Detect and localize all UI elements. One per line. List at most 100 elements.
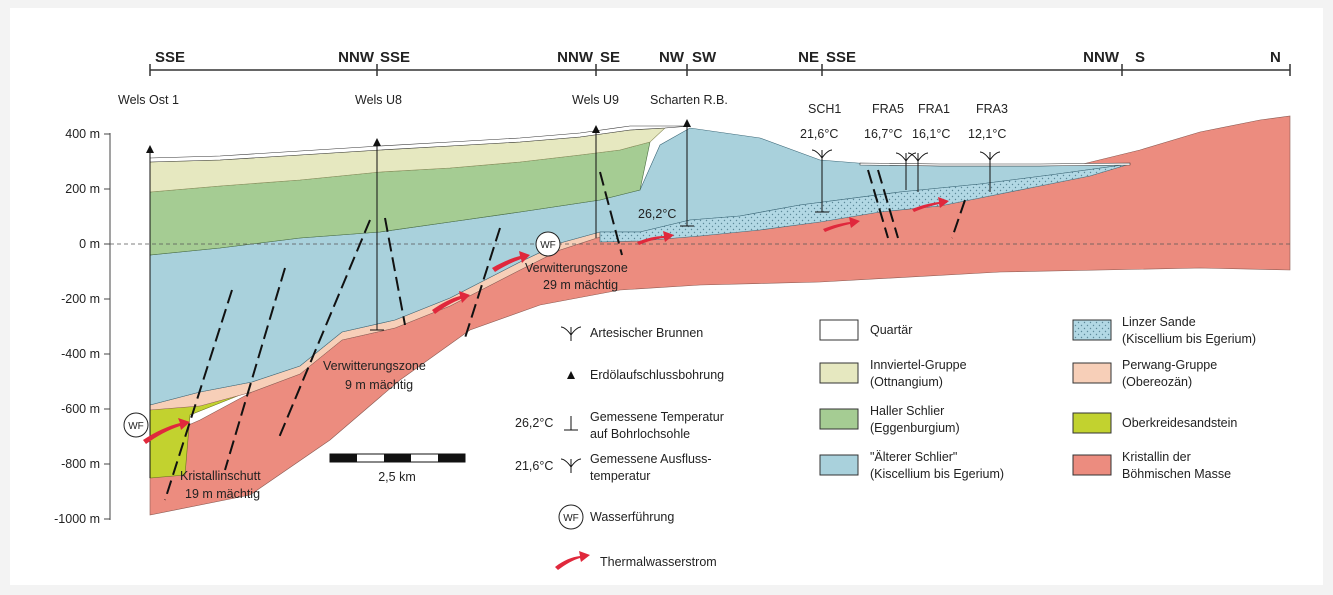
fault-line [877, 169, 899, 239]
oil-well-icon [567, 371, 575, 379]
water-bearing-icon [535, 231, 561, 257]
spring-name: FRA5 [872, 102, 904, 116]
water-bearing-icon [558, 504, 584, 530]
wf-text: WF [563, 513, 579, 524]
weathering-zone-label: Verwitterungszone [525, 261, 628, 275]
crystalline-debris-thickness: 19 m mächtig [185, 487, 260, 501]
legend-label: Thermalwasserstrom [600, 555, 717, 569]
thermal-flow-arrow [555, 551, 590, 570]
artesian-well-icon [811, 149, 833, 159]
direction-label: SSE [155, 49, 185, 66]
weathering-zone-thickness: 29 m mächtig [543, 278, 618, 292]
thermal-flow-arrows [143, 197, 949, 444]
legend-label: Gemessene Temperatur [590, 410, 724, 424]
thermal-flow-arrow [912, 197, 949, 212]
wf-text: WF [540, 240, 556, 251]
artesian-well-icon [979, 151, 1001, 161]
outflow-temp-icon [560, 458, 582, 473]
legend-label: Oberkreidesandstein [1122, 416, 1237, 430]
thermal-flow-arrow [143, 418, 190, 444]
fault-line [599, 171, 623, 256]
legend-value: 21,6°C [515, 459, 553, 473]
legend-label: Perwang-Gruppe [1122, 358, 1217, 372]
depth-tick: 0 m [79, 237, 100, 251]
spring-temp: 16,7°C [864, 127, 902, 141]
legend-label: (Obereozän) [1122, 375, 1192, 389]
fault-line [951, 199, 966, 239]
wf-text: WF [128, 421, 144, 432]
legend-swatch [819, 408, 859, 430]
legend-label: (Ottnangium) [870, 375, 943, 389]
direction-label: SW [692, 49, 717, 66]
scale-bar-label: 2,5 km [378, 470, 416, 484]
direction-label: S [1135, 49, 1145, 66]
artesian-well-icon [895, 152, 917, 162]
spring-name: FRA3 [976, 102, 1008, 116]
legend-label: (Kiscellium bis Egerium) [870, 467, 1004, 481]
fault-line [224, 267, 286, 471]
weathering-zone-label: Verwitterungszone [323, 359, 426, 373]
direction-label: NE [798, 49, 819, 66]
legend-label: auf Bohrlochsohle [590, 427, 690, 441]
legend-swatch [819, 362, 859, 384]
thermal-flow-arrow [432, 291, 470, 314]
legend-label: Gemessene Ausfluss- [590, 452, 712, 466]
direction-label: SSE [380, 49, 410, 66]
depth-tick: -200 m [61, 292, 100, 306]
well-label: Scharten R.B. [650, 93, 728, 107]
legend-units: Quartär Innviertel-Gruppe (Ottnangium) H… [819, 315, 1256, 481]
well-label: Wels U8 [355, 93, 402, 107]
fault-line [867, 169, 889, 239]
depth-tick: -800 m [61, 457, 100, 471]
legend-swatch [1072, 362, 1112, 384]
unit-quartaer-east [859, 162, 1131, 167]
direction-label: SE [600, 49, 620, 66]
direction-label: NW [659, 49, 685, 66]
spring-temp: 16,1°C [912, 127, 950, 141]
bottom-temperature: 26,2°C [638, 207, 676, 221]
legend-label: Quartär [870, 323, 912, 337]
scale-bar: 2,5 km [329, 453, 466, 484]
thermal-flow-arrow [492, 251, 530, 272]
legend-label: Wasserführung [590, 510, 674, 524]
oil-well-icon [373, 138, 381, 146]
legend-label: Haller Schlier [870, 404, 944, 418]
direction-label: NNW [557, 49, 594, 66]
legend-label: "Älterer Schlier" [870, 450, 957, 464]
well-label: Wels U9 [572, 93, 619, 107]
legend-label: (Eggenburgium) [870, 421, 960, 435]
weathering-zone-thickness: 9 m mächtig [345, 378, 413, 392]
legend-swatch [1072, 412, 1112, 434]
spring-labels: SCH1 21,6°C FRA5 16,7°C FRA1 16,1°C FRA3… [800, 102, 1008, 141]
legend-symbols: Artesischer Brunnen Erdölaufschlussbohru… [515, 326, 724, 570]
depth-tick: 400 m [65, 127, 100, 141]
legend-swatch [819, 454, 859, 476]
oil-well-icon [146, 145, 154, 153]
fault-line [164, 289, 233, 501]
legend-label: Artesischer Brunnen [590, 326, 703, 340]
fault-line [384, 217, 406, 326]
legend-label: Erdölaufschlussbohrung [590, 368, 724, 382]
direction-label: NNW [1083, 49, 1120, 66]
strata [149, 115, 1291, 516]
direction-label: N [1270, 49, 1281, 66]
depth-tick: -400 m [61, 347, 100, 361]
direction-axis: SSE NNW SSE NNW SE NW SW NE SSE NNW S N [149, 49, 1291, 76]
legend-value: 26,2°C [515, 416, 553, 430]
crystalline-debris-label: Kristallinschutt [180, 469, 261, 483]
well-labels: Wels Ost 1 Wels U8 Wels U9 Scharten R.B. [118, 93, 728, 107]
direction-label: SSE [826, 49, 856, 66]
legend-label: Böhmischen Masse [1122, 467, 1231, 481]
faults [164, 169, 966, 501]
legend-swatch [819, 319, 859, 341]
legend-label: (Kiscellium bis Egerium) [1122, 332, 1256, 346]
legend-label: Kristallin der [1122, 450, 1191, 464]
legend-label: Linzer Sande [1122, 315, 1196, 329]
well-label: Wels Ost 1 [118, 93, 179, 107]
legend-label: temperatur [590, 469, 650, 483]
artesian-well-icon [907, 152, 929, 162]
depth-tick: -1000 m [54, 512, 100, 526]
artesian-well-icon [560, 326, 582, 341]
